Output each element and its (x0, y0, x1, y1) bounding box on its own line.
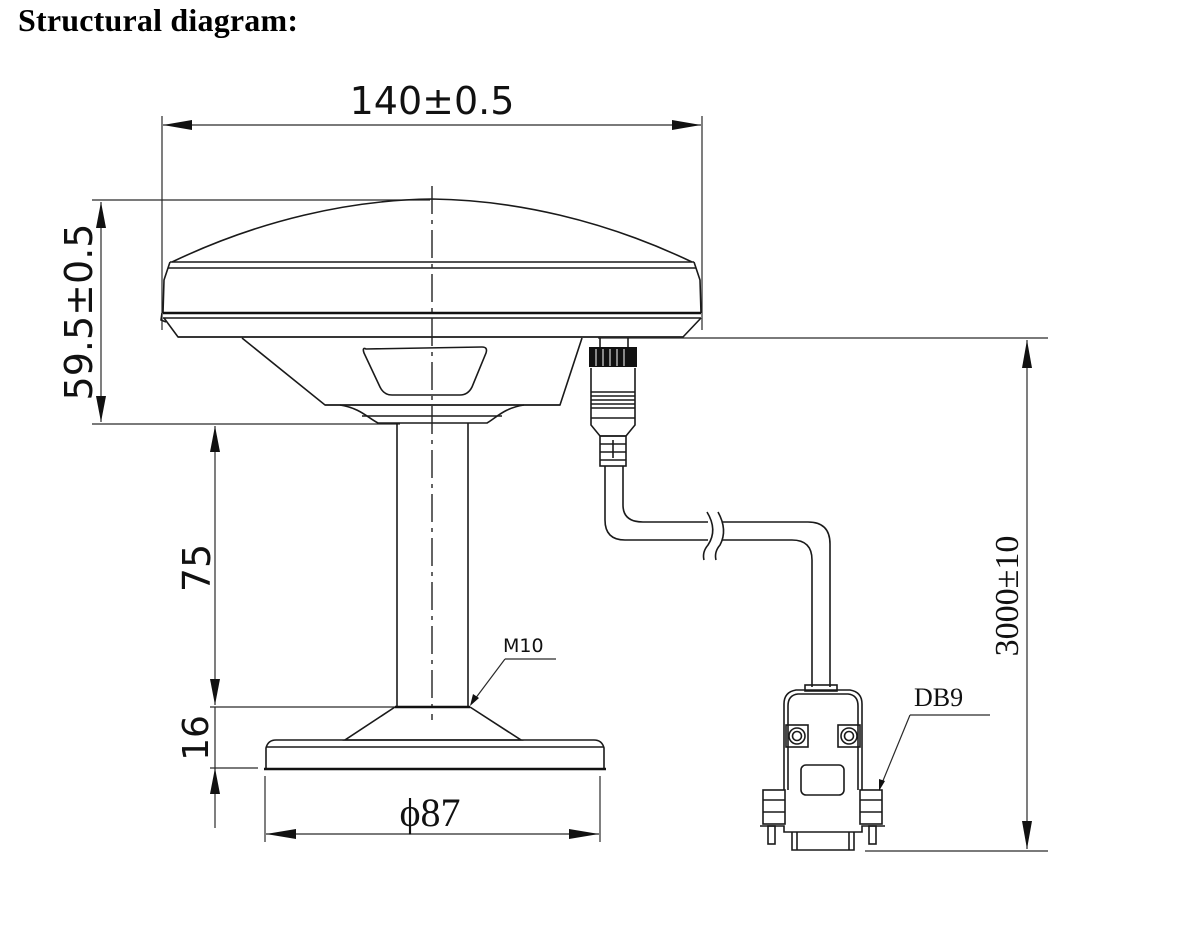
dimension-cable-length: 3000±10 (865, 340, 1048, 852)
dim-width-top-label: 140±0.5 (350, 79, 515, 123)
dimension-base-height: 16 (176, 707, 258, 828)
antenna-base (264, 706, 606, 771)
dim-pole-height-label: 75 (175, 544, 219, 592)
antenna-head (160, 198, 702, 424)
dim-cable-length-label: 3000±10 (989, 536, 1026, 657)
thread-label: M10 (503, 635, 544, 657)
dimension-head-height: 59.5±0.5 (57, 199, 430, 425)
dimension-width-top: 140±0.5 (161, 79, 703, 330)
dimension-base-diameter: ϕ87 (264, 776, 601, 842)
connector-label: DB9 (914, 683, 963, 712)
dim-head-height-label: 59.5±0.5 (57, 224, 101, 401)
dim-base-diameter-label: ϕ87 (399, 790, 460, 835)
connector-callout: DB9 (879, 683, 990, 791)
page-title: Structural diagram: (18, 2, 299, 38)
dim-base-height-label: 16 (176, 715, 217, 761)
cable-connector (589, 337, 1048, 467)
cable (604, 466, 831, 687)
db9-connector (760, 684, 885, 851)
thread-callout: M10 (470, 635, 556, 706)
antenna-pole (395, 423, 470, 709)
dimension-pole-height: 75 (175, 426, 395, 708)
